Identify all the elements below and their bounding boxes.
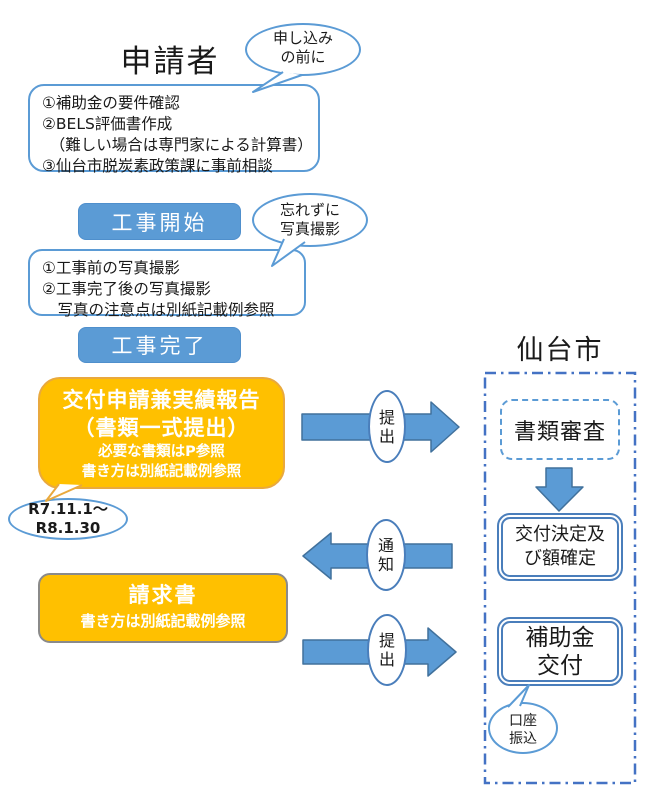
invoice-note: 書き方は別紙記載例参照: [80, 612, 246, 630]
submit-bottom-char1: 提: [378, 631, 395, 650]
preparation-steps-box: ①補助金の要件確認 ②BELS評価書作成 （難しい場合は専門家による計算書） ③…: [28, 84, 320, 175]
grant-decision-line1: 交付決定及: [515, 524, 605, 545]
photo-line-2: ②工事完了後の写真撮影: [42, 280, 211, 298]
photo-steps-box: ①工事前の写真撮影 ②工事完了後の写真撮影 写真の注意点は別紙記載例参照: [28, 249, 306, 319]
grant-decision-line2: び額確定: [524, 548, 596, 569]
transfer-line1: 口座: [509, 713, 537, 729]
before-apply-line2: の前に: [280, 47, 326, 66]
submit-bottom-label-ellipse: 提 出: [367, 614, 407, 686]
photo-line-1: ①工事前の写真撮影: [42, 259, 180, 277]
photo-reminder-line2: 写真撮影: [279, 220, 340, 238]
applicant-title: 申請者: [120, 44, 220, 80]
application-period-bubble: R7.11.1～ R8.1.30: [8, 498, 128, 540]
prep-line-4: ③仙台市脱炭素政策課に事前相談: [42, 157, 273, 175]
transfer-line2: 振込: [509, 731, 537, 747]
construction-start-box: 工事開始: [78, 203, 241, 240]
subsidy-grant-line2: 交付: [537, 652, 583, 679]
photo-reminder-line1: 忘れずに: [279, 201, 340, 219]
photo-reminder-bubble: 忘れずに 写真撮影: [252, 193, 368, 247]
application-title-line2: （書類一式提出）: [73, 416, 250, 440]
photo-line-3: 写真の注意点は別紙記載例参照: [42, 301, 275, 319]
invoice-box: 請求書 書き方は別紙記載例参照: [38, 573, 288, 643]
sendai-city-title: 仙台市: [516, 335, 604, 366]
grant-decision-box: 交付決定及 び額確定: [497, 513, 623, 581]
submit-bottom-char2: 出: [378, 650, 395, 669]
document-review-box: 書類審査: [500, 399, 620, 460]
notify-label-ellipse: 通 知: [366, 519, 406, 591]
period-line2: R8.1.30: [35, 519, 101, 537]
bank-transfer-bubble: 口座 振込: [488, 702, 558, 754]
invoice-title: 請求書: [128, 583, 198, 607]
application-title-line1: 交付申請兼実績報告: [62, 388, 261, 412]
application-report-callout: 交付申請兼実績報告 （書類一式提出） 必要な書類はP参照 書き方は別紙記載例参照: [38, 377, 285, 489]
period-line1: R7.11.1～: [28, 500, 108, 518]
submit-top-label-ellipse: 提 出: [368, 390, 406, 463]
submit-top-char2: 出: [378, 426, 395, 446]
construction-start-label: 工事開始: [111, 210, 208, 235]
prep-line-1: ①補助金の要件確認: [42, 94, 180, 112]
before-apply-line1: 申し込み: [272, 28, 333, 47]
prep-line-3: （難しい場合は専門家による計算書）: [42, 136, 313, 154]
submit-top-char1: 提: [378, 407, 395, 427]
construction-complete-box: 工事完了: [78, 327, 241, 363]
prep-line-2: ②BELS評価書作成: [42, 115, 173, 133]
construction-complete-label: 工事完了: [111, 334, 208, 358]
notify-char1: 通: [377, 536, 394, 555]
document-review-label: 書類審査: [513, 419, 606, 445]
subsidy-grant-box: 補助金 交付: [497, 617, 623, 686]
before-apply-bubble: 申し込み の前に: [245, 23, 361, 76]
subsidy-grant-line1: 補助金: [525, 624, 595, 651]
application-note1: 必要な書類はP参照: [98, 444, 225, 460]
notify-char2: 知: [377, 555, 394, 574]
application-note2: 書き方は別紙記載例参照: [81, 464, 242, 480]
review-to-decision-arrow: [535, 467, 584, 512]
